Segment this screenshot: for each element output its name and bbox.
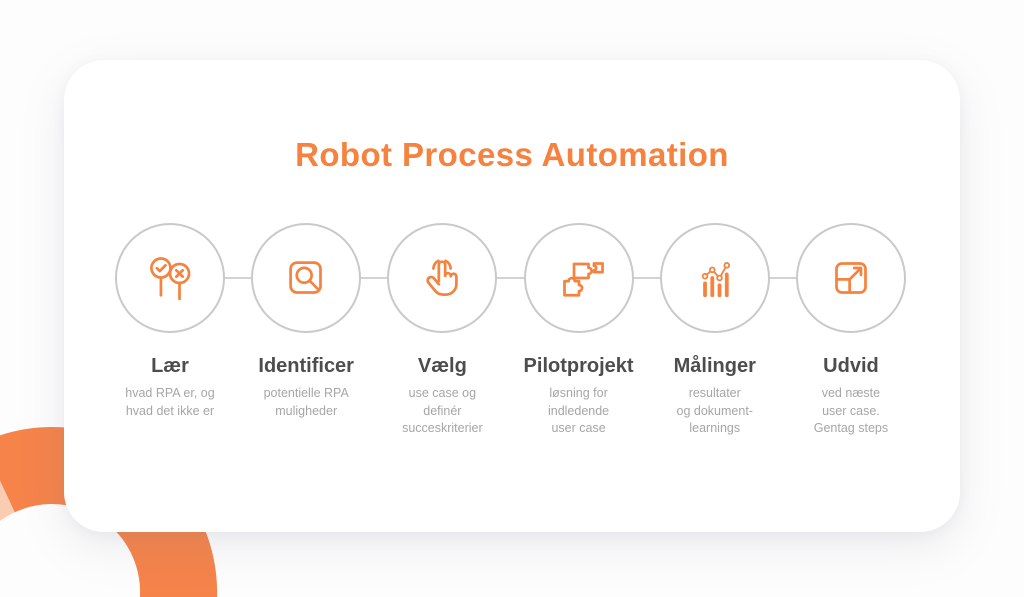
process-step-laer: Lær hvad RPA er, og hvad det ikke er <box>104 223 236 438</box>
bar-chart-icon <box>701 262 730 298</box>
step-description: potentielle RPA muligheder <box>263 386 349 418</box>
process-step-pilotprojekt: Pilotprojekt løsning for indledende user… <box>513 223 645 438</box>
step-description: løsning for indledende user case <box>547 386 610 435</box>
step-label: Pilotprojekt <box>523 355 634 377</box>
step-circle <box>251 223 362 333</box>
step-circle <box>659 223 770 333</box>
step-circle <box>795 223 906 333</box>
step-label: Udvid <box>823 355 879 377</box>
process-step-vaelg: Vælg use case og definér succeskriterier <box>376 223 508 438</box>
process-steps-row: Lær hvad RPA er, og hvad det ikke er Ide… <box>104 223 917 438</box>
step-label: Målinger <box>673 355 756 377</box>
rpa-infographic-card: Robot Process Automation Lær hvad RPA er… <box>64 60 960 532</box>
step-description: use case og definér succeskriterier <box>402 386 483 435</box>
step-connector-line <box>170 277 851 279</box>
process-step-udvid: Udvid ved næste user case. Gentag steps <box>785 223 917 438</box>
puzzle-icon <box>562 262 604 297</box>
process-step-maalinger: Målinger resultater og dokument- learnin… <box>649 223 781 438</box>
step-label: Vælg <box>417 355 467 377</box>
step-description: ved næste user case. Gentag steps <box>813 386 889 435</box>
step-circle <box>523 223 634 333</box>
tap-hand-icon <box>426 259 459 296</box>
step-circle <box>115 223 225 333</box>
search-square-icon <box>289 261 323 294</box>
step-description: hvad RPA er, og hvad det ikke er <box>125 386 215 418</box>
check-x-pins-icon <box>150 257 191 301</box>
step-label: Lær <box>151 355 189 377</box>
step-description: resultater og dokument- learnings <box>676 386 753 435</box>
expand-arrow-icon <box>835 262 867 294</box>
process-step-identificer: Identificer potentielle RPA muligheder <box>240 223 372 438</box>
step-circle <box>387 223 498 333</box>
page-title: Robot Process Automation <box>295 136 729 173</box>
step-label: Identificer <box>258 355 354 377</box>
